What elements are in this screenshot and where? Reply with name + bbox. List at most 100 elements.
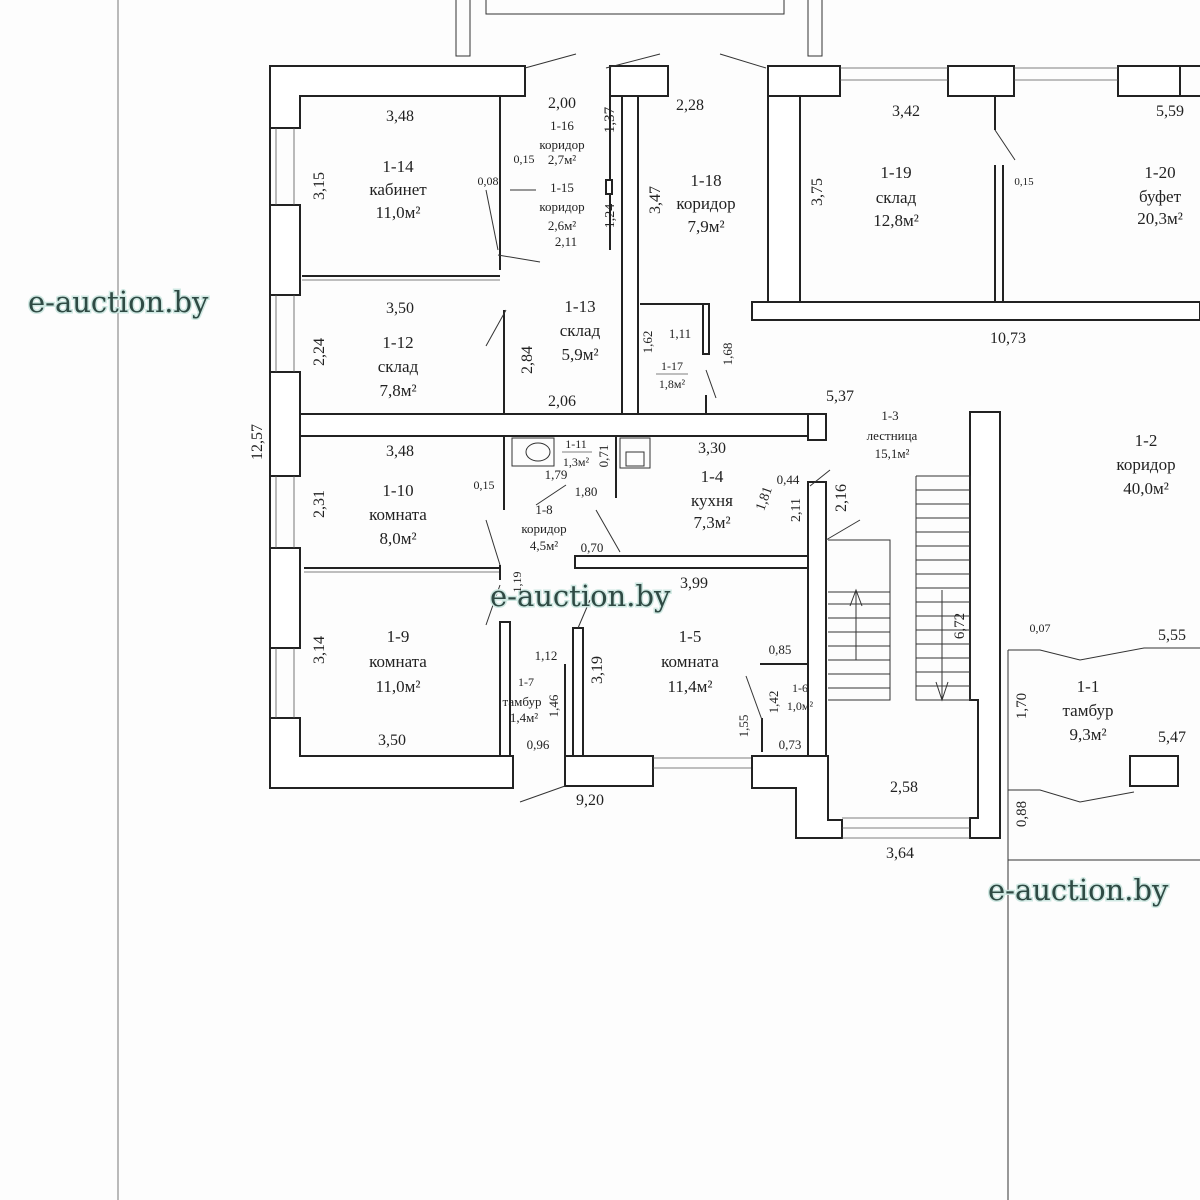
room-1-9: 1-9 комната 11,0м² (369, 627, 427, 696)
svg-text:1-17: 1-17 (661, 359, 683, 373)
dim-label: 1,19 (510, 572, 524, 593)
svg-text:11,0м²: 11,0м² (376, 203, 421, 222)
svg-text:40,0м²: 40,0м² (1123, 479, 1169, 498)
svg-text:8,0м²: 8,0м² (379, 529, 416, 548)
dim-label: 1,42 (766, 691, 781, 714)
dim-label: 2,31 (311, 490, 328, 518)
svg-text:коридор: коридор (521, 521, 566, 536)
room-1-14: 1-14 кабинет 11,0м² (369, 157, 427, 222)
svg-text:15,1м²: 15,1м² (875, 446, 910, 461)
dim-label: 3,75 (809, 178, 826, 206)
room-1-15: 1-15 коридор 2,6м² (539, 180, 584, 233)
dim-label: 3,47 (647, 186, 664, 214)
room-1-3: 1-3 лестница 15,1м² (867, 408, 918, 461)
room-1-10: 1-10 комната 8,0м² (369, 481, 427, 548)
handwritten-mark: 1,81 (753, 485, 775, 513)
room-1-16: 1-16 коридор 2,7м² (539, 118, 584, 167)
svg-text:буфет: буфет (1139, 187, 1182, 206)
dim-label: 5,37 (826, 388, 854, 405)
svg-text:1,4м²: 1,4м² (510, 710, 538, 725)
svg-text:склад: склад (378, 357, 419, 376)
svg-text:1-5: 1-5 (679, 627, 702, 646)
dim-label: 3,48 (386, 443, 414, 460)
svg-text:1-7: 1-7 (518, 675, 534, 689)
svg-text:7,8м²: 7,8м² (379, 381, 416, 400)
svg-text:коридор: коридор (676, 194, 735, 213)
svg-text:11,0м²: 11,0м² (376, 677, 421, 696)
svg-text:1-3: 1-3 (881, 408, 898, 423)
dim-label: 2,28 (676, 97, 704, 114)
dim-label: 0,96 (527, 737, 550, 752)
room-1-11: 1-11 1,3м² (562, 437, 592, 469)
svg-text:1-4: 1-4 (701, 467, 724, 486)
dim-label: 2,06 (548, 393, 576, 410)
watermark: e-auction.by (28, 285, 209, 319)
svg-text:1,0м²: 1,0м² (787, 699, 814, 713)
svg-text:1-1: 1-1 (1077, 677, 1100, 696)
dim-label: 2,16 (833, 484, 850, 512)
svg-text:кабинет: кабинет (369, 180, 427, 199)
staircase (828, 475, 971, 702)
dim-label: 12,57 (249, 424, 266, 460)
svg-text:тамбур: тамбур (1063, 701, 1114, 720)
dim-label: 1,12 (535, 648, 558, 663)
svg-text:1-16: 1-16 (550, 118, 574, 133)
svg-text:1-10: 1-10 (382, 481, 413, 500)
room-1-8: 1-8 коридор 4,5м² (521, 502, 566, 553)
svg-text:7,9м²: 7,9м² (687, 217, 724, 236)
room-1-6: 1-6 1,0м² (787, 681, 814, 713)
svg-text:11,4м²: 11,4м² (668, 677, 713, 696)
svg-text:1-2: 1-2 (1135, 431, 1158, 450)
dim-label: 6,72 (952, 613, 968, 639)
svg-text:20,3м²: 20,3м² (1137, 209, 1183, 228)
dim-label: 3,99 (680, 575, 708, 592)
svg-text:1-15: 1-15 (550, 180, 574, 195)
dim-label: 0,73 (779, 737, 802, 752)
dim-label: 1,62 (640, 331, 655, 354)
dim-label: 5,55 (1158, 627, 1186, 644)
dim-label: 3,42 (892, 103, 920, 120)
dim-label: 3,30 (698, 440, 726, 457)
dim-label: 3,14 (311, 636, 328, 664)
svg-text:склад: склад (560, 321, 601, 340)
svg-text:коридор: коридор (539, 199, 584, 214)
dim-label: 3,50 (386, 300, 414, 317)
room-1-18: 1-18 коридор 7,9м² (676, 171, 735, 236)
dim-label: 0,44 (777, 472, 800, 487)
svg-text:2,6м²: 2,6м² (548, 218, 576, 233)
dim-label: 0,15 (474, 478, 495, 492)
svg-text:1-20: 1-20 (1144, 163, 1175, 182)
sanitary-fixtures (511, 437, 651, 469)
svg-text:1-12: 1-12 (382, 333, 413, 352)
dim-label: 0,08 (478, 174, 499, 188)
svg-text:1-11: 1-11 (565, 437, 587, 451)
room-1-4: 1-4 кухня 7,3м² (691, 467, 733, 532)
svg-text:1,3м²: 1,3м² (563, 455, 590, 469)
svg-text:5,9м²: 5,9м² (561, 345, 598, 364)
top-porch (455, 0, 823, 57)
svg-text:лестница: лестница (867, 428, 918, 443)
dim-label: 1,70 (1014, 693, 1030, 719)
dim-label: 0,71 (596, 445, 611, 468)
dim-label: 2,11 (789, 498, 804, 522)
room-1-1: 1-1 тамбур 9,3м² (1063, 677, 1114, 744)
room-1-12: 1-12 склад 7,8м² (378, 333, 419, 400)
dim-label: 1,46 (546, 694, 561, 717)
dim-label: 5,47 (1158, 729, 1186, 746)
dim-label: 5,59 (1156, 103, 1184, 120)
svg-text:1-6: 1-6 (792, 681, 808, 695)
dim-label: 1,11 (669, 326, 691, 341)
dim-label: 2,58 (890, 779, 918, 796)
dim-label: 0,15 (514, 152, 535, 166)
exterior-walls (269, 65, 1200, 839)
svg-text:2,7м²: 2,7м² (548, 152, 576, 167)
svg-text:комната: комната (661, 652, 719, 671)
svg-text:коридор: коридор (539, 137, 584, 152)
svg-text:комната: комната (369, 505, 427, 524)
svg-text:1-18: 1-18 (690, 171, 721, 190)
svg-text:1-9: 1-9 (387, 627, 410, 646)
dim-label: 3,50 (378, 732, 406, 749)
room-1-5: 1-5 комната 11,4м² (661, 627, 719, 696)
